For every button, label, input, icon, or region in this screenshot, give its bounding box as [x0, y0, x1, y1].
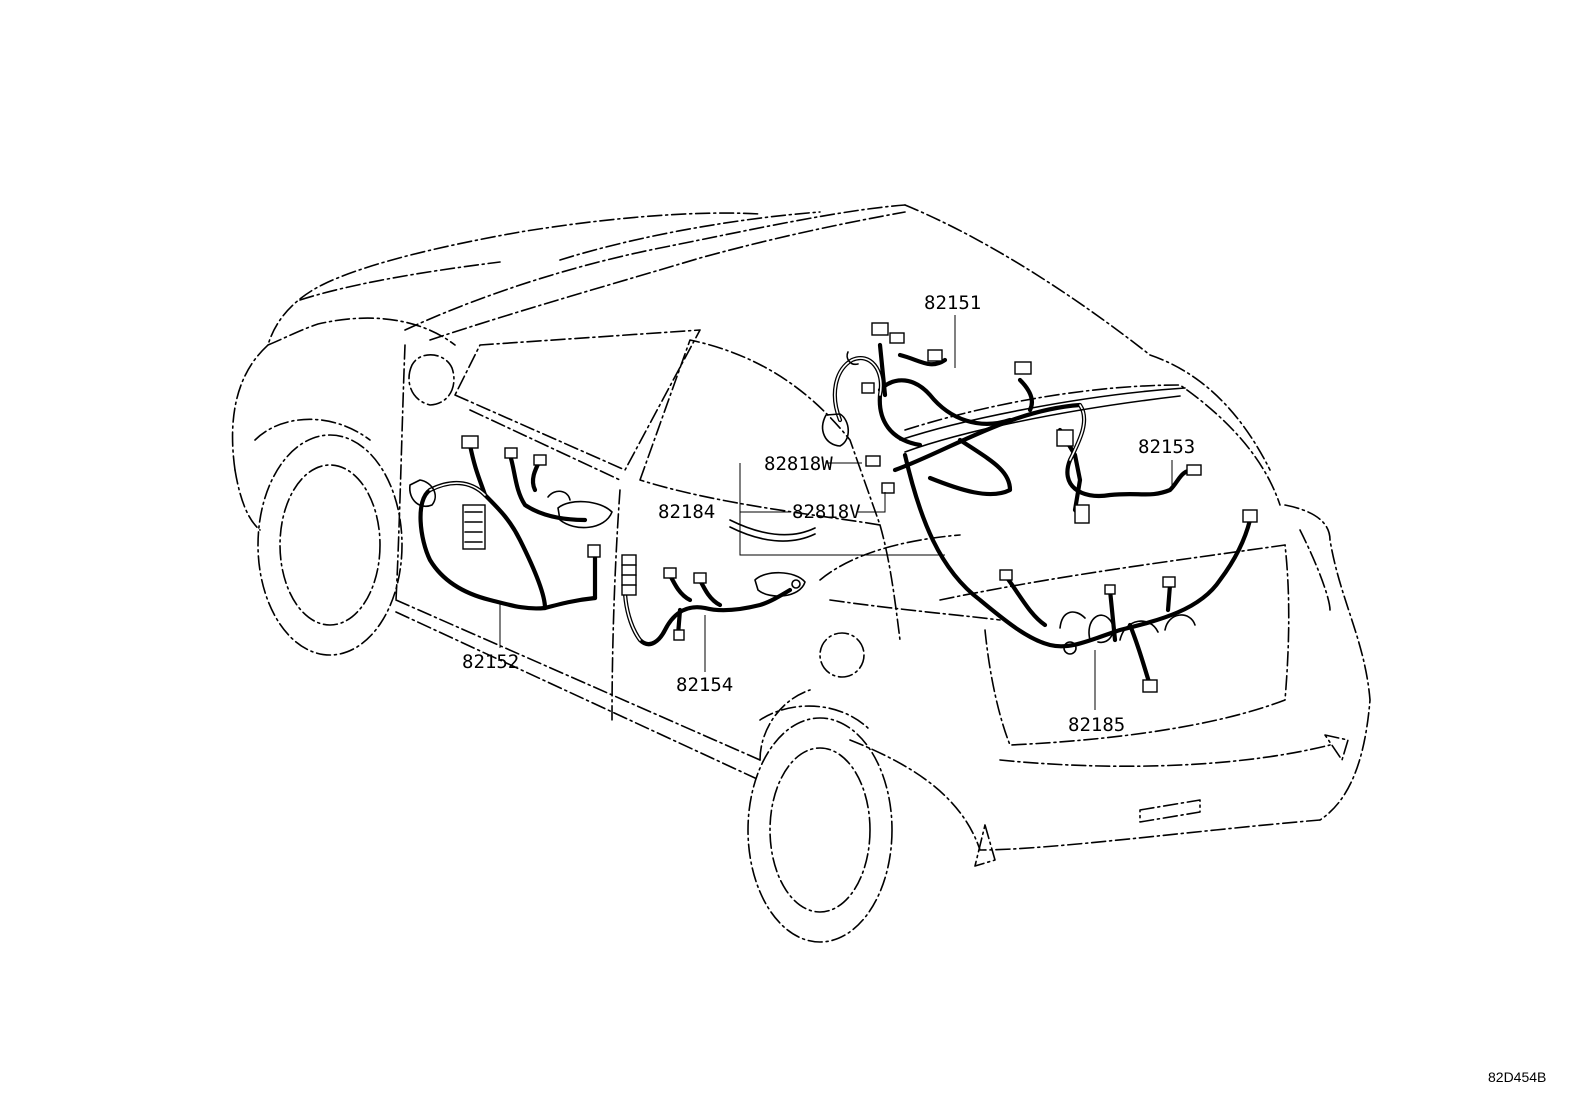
- wire-harness-82154: [621, 554, 806, 647]
- connector-82818W: [865, 455, 881, 467]
- part-label-82151: 82151: [924, 292, 981, 314]
- part-labels: 82151 82153 82818W 82184 82818V 82152 82…: [462, 292, 1546, 1085]
- leader-lines: [499, 315, 1173, 710]
- connector-82818V: [881, 482, 895, 494]
- part-label-82152: 82152: [462, 651, 519, 673]
- part-label-82153: 82153: [1138, 436, 1195, 458]
- part-label-82184: 82184: [658, 501, 715, 523]
- wire-harness-82185: [902, 452, 1258, 693]
- part-label-82818W: 82818W: [764, 453, 833, 475]
- wire-82184: [729, 519, 816, 542]
- part-label-82185: 82185: [1068, 714, 1125, 736]
- part-label-82818V: 82818V: [792, 501, 861, 523]
- wire-harness-82153: [892, 361, 1202, 524]
- part-label-82154: 82154: [676, 674, 733, 696]
- front-wheel: [254, 418, 403, 656]
- figure-code: 82D454B: [1488, 1069, 1546, 1085]
- wire-harness-82151: [821, 322, 1013, 448]
- car-body-outline: [231, 204, 1371, 867]
- wire-harness-82152: [409, 435, 613, 611]
- rear-wheel: [747, 705, 893, 943]
